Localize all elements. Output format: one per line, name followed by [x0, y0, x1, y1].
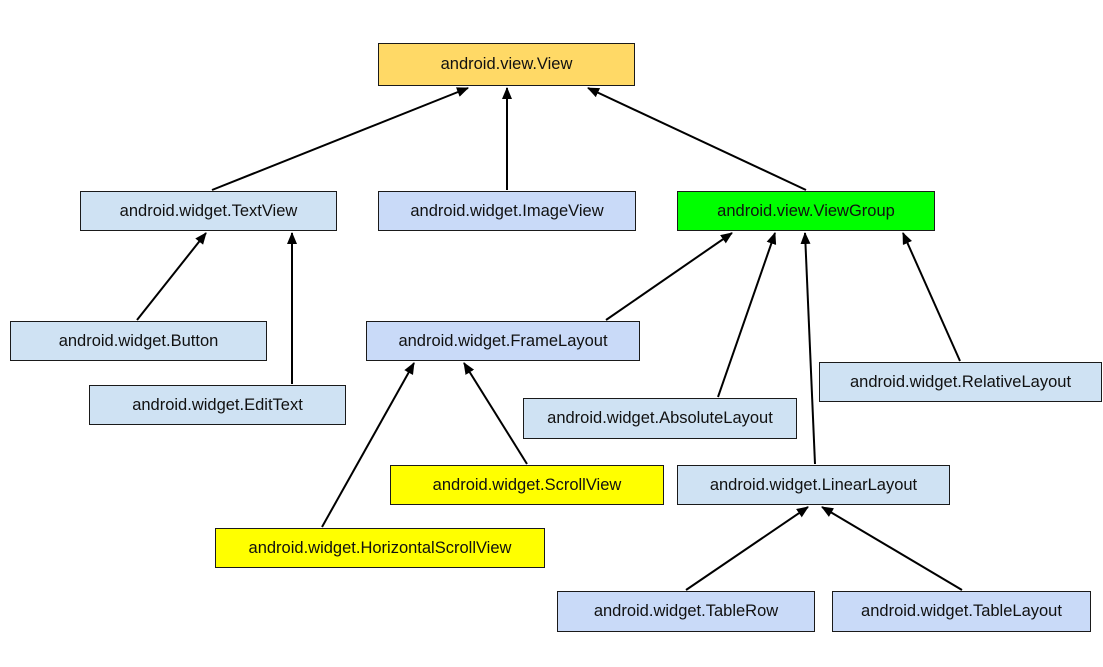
edge-linearlayout-to-viewgroup: [800, 232, 816, 465]
node-android-view-viewgroup: android.view.ViewGroup: [677, 191, 935, 231]
edge-absolutelayout-to-viewgroup: [717, 232, 777, 398]
node-android-widget-tablelayout: android.widget.TableLayout: [832, 591, 1091, 632]
edge-button-to-textview: [136, 232, 207, 321]
node-android-widget-tablerow: android.widget.TableRow: [557, 591, 815, 632]
edge-textview-to-view: [211, 87, 469, 191]
node-android-widget-absolutelayout: android.widget.AbsoluteLayout: [523, 398, 797, 439]
node-android-widget-horizontalscrollview: android.widget.HorizontalScrollView: [215, 528, 545, 568]
node-android-widget-edittext: android.widget.EditText: [89, 385, 346, 425]
node-android-widget-imageview: android.widget.ImageView: [378, 191, 636, 231]
node-android-widget-linearlayout: android.widget.LinearLayout: [677, 465, 950, 505]
node-android-widget-scrollview: android.widget.ScrollView: [390, 465, 664, 505]
edge-viewgroup-to-view: [587, 87, 807, 191]
edge-relativelayout-to-viewgroup: [902, 232, 961, 362]
node-android-widget-textview: android.widget.TextView: [80, 191, 337, 231]
edge-tablelayout-to-linearlayout: [821, 506, 963, 591]
node-android-widget-button: android.widget.Button: [10, 321, 267, 361]
node-android-widget-framelayout: android.widget.FrameLayout: [366, 321, 640, 361]
node-android-view-view: android.view.View: [378, 43, 635, 86]
edge-hscrollview-to-framelayout: [321, 362, 415, 528]
node-android-widget-relativelayout: android.widget.RelativeLayout: [819, 362, 1102, 402]
edge-framelayout-to-viewgroup: [605, 232, 733, 321]
edge-scrollview-to-framelayout: [463, 362, 528, 465]
edge-tablerow-to-linearlayout: [685, 506, 809, 591]
